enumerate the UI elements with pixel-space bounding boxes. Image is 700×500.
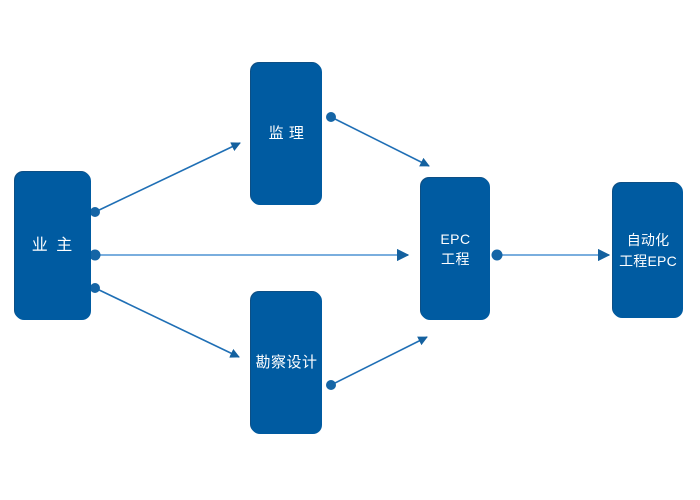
edge-design-to-epc — [326, 336, 428, 390]
edge-super-to-epc — [326, 112, 430, 167]
edge-owner-to-design — [90, 283, 240, 358]
node-supervision[interactable]: 监 理 — [251, 63, 322, 205]
edge-owner-to-epc — [89, 248, 410, 262]
node-automation-epc-label: 自动化 工程EPC — [619, 232, 677, 269]
node-epc-project[interactable]: EPC 工程 — [421, 178, 490, 320]
node-owner[interactable]: 业 主 — [15, 172, 91, 320]
edge-owner-to-super — [90, 142, 241, 217]
node-owner-label: 业 主 — [31, 237, 75, 255]
node-automation-epc[interactable]: 自动化 工程EPC — [613, 183, 683, 318]
edge-epc-to-auto — [491, 248, 611, 262]
node-epc-project-label: EPC 工程 — [440, 230, 471, 267]
node-survey-design-label: 勘察设计 — [255, 354, 318, 372]
node-supervision-label: 监 理 — [268, 125, 305, 143]
node-survey-design[interactable]: 勘察设计 — [251, 292, 322, 434]
